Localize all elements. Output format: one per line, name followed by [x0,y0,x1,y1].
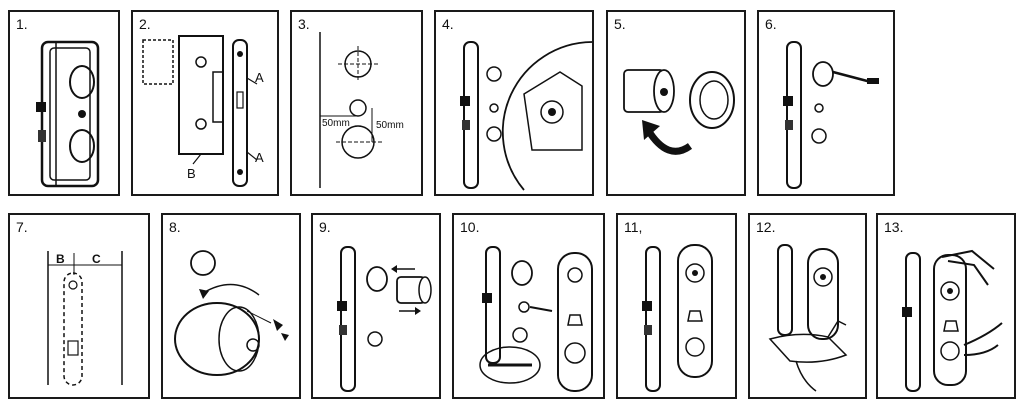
backset-measurement-illustration: B C [47,251,123,386]
pliers-tightening-illustration [902,249,1003,392]
dimension-label-right: 50mm [376,120,404,131]
strike-mounting-illustration [460,41,592,191]
step-number: 9. [319,219,331,235]
hand-adjustment-illustration [768,244,848,392]
cylinder-assembly-illustration [174,250,289,376]
label-a-top: A [255,70,264,85]
dimension-label-left: 50mm [322,118,350,129]
step-panel-5: 5. [606,10,746,196]
step-number: 4. [442,16,454,32]
step-number: 11, [624,219,643,235]
step-number: 12. [756,219,776,235]
drilling-template-illustration: 50mm 50mm [319,32,404,188]
step-number: 5. [614,16,626,32]
step-panel-2: 2. A A B [131,10,279,196]
step-panel-9: 9. [311,213,441,399]
column-label-c: C [92,252,101,266]
step-panel-10: 10. [452,213,605,399]
escutcheon-mounted-illustration [642,244,713,392]
step-panel-13: 13. [876,213,1016,399]
column-label-b: B [56,252,65,266]
escutcheon-fitting-illustration [479,246,593,392]
step-number: 10. [460,219,480,235]
step-number: 1. [16,16,28,32]
cylinder-insertion-illustration [337,246,432,392]
step-panel-3: 3. 50mm 50mm [290,10,423,196]
step-panel-12: 12. [748,213,867,399]
label-b: B [187,166,196,181]
step-panel-7: 7. B C [8,213,150,399]
step-panel-8: 8. [161,213,301,399]
cylinder-ring-illustration [623,69,735,155]
screw-tightening-illustration [783,41,879,189]
step-panel-6: 6. [757,10,895,196]
step-panel-11: 11, [616,213,737,399]
step-number: 13. [884,219,904,235]
lock-case-illustration: A A B [142,35,264,187]
label-a-bottom: A [255,150,264,165]
lock-plate-illustration [36,40,100,188]
step-panel-1: 1. [8,10,120,196]
step-number: 8. [169,219,181,235]
step-number: 6. [765,16,777,32]
step-number: 2. [139,16,151,32]
step-number: 7. [16,219,28,235]
step-panel-4: 4. [434,10,594,196]
step-number: 3. [298,16,310,32]
